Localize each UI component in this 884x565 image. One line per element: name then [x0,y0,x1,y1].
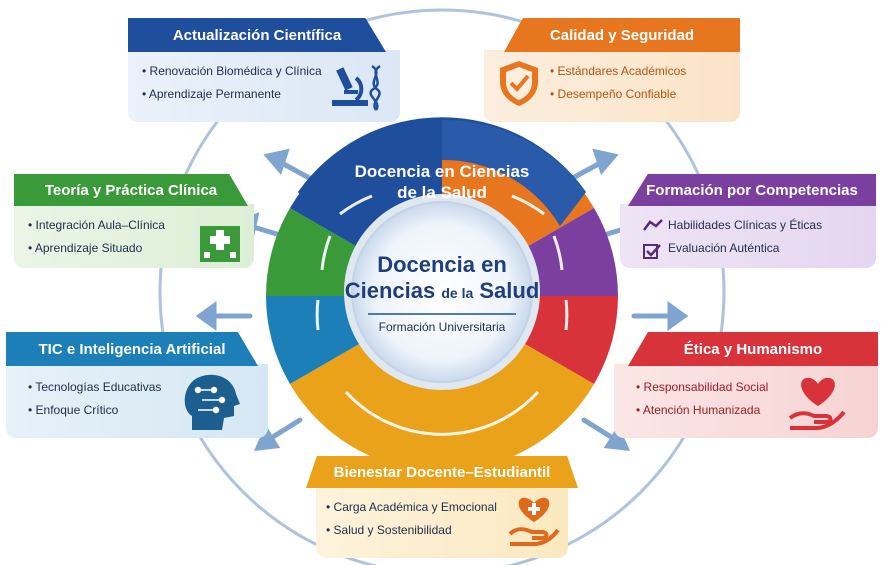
card-items: Habilidades Clínicas y Éticas Evaluación… [668,214,822,260]
card-item: • Renovación Biomédica y Clínica [142,64,322,78]
card-title: Actualización Científica [128,18,386,52]
center-title-line1: Docencia en [377,252,507,277]
card-item: • Enfoque Crítico [28,403,119,417]
inner-arrows [315,194,569,436]
card-item: • Desempeño Confiable [550,87,677,101]
center-disc [351,201,533,383]
microscope-dna-icon [332,64,381,111]
ring-label-line1: Docencia en Ciencias [354,162,530,181]
card-item: • Tecnologías Educativas [28,380,162,394]
card-title: Formación por Competencias [628,174,876,206]
card-panel [128,50,400,122]
card-item: • Atención Humanizada [636,403,761,417]
card-item: • Carga Académica y Emocional [326,500,497,514]
card-items: • Responsabilidad Social • Atención Huma… [636,376,768,422]
card-title: Calidad y Seguridad [504,18,740,52]
card-items: • Renovación Biomédica y Clínica • Apren… [142,60,322,106]
card-item: • Integración Aula–Clínica [28,218,165,232]
card-panel [614,364,878,438]
card-item: • Aprendizaje Situado [28,241,143,255]
center-title-line2: Ciencias de la Salud [342,278,542,306]
card-title: Teoría y Práctica Clínica [14,174,248,206]
center-title-ciencias: Ciencias [344,278,436,303]
card-items: • Estándares Académicos • Desempeño Conf… [550,60,686,106]
center-title-dela: de la [441,285,474,301]
card-item: • Aprendizaje Permanente [142,87,281,101]
card-items: • Tecnologías Educativas • Enfoque Críti… [28,376,161,422]
center-title-salud: Salud [479,278,540,303]
card-item: • Responsabilidad Social [636,380,769,394]
card-title: TIC e Inteligencia Artificial [6,332,258,366]
heart-hand-icon [788,377,846,430]
card-items: • Carga Académica y Emocional • Salud y … [326,496,497,542]
card-item: • Estándares Académicos [550,64,687,78]
card-actualizacion: Actualización Científica • Renovación Bi… [128,14,400,124]
ring-label-line2: de la Salud [397,183,487,202]
card-calidad: Calidad y Seguridad • Estándares Académi… [484,14,740,124]
checkbox-icon [643,244,661,259]
card-panel [620,204,876,268]
card-items: • Integración Aula–Clínica • Aprendizaje… [28,214,165,260]
heart-plus-hand-icon [508,497,560,546]
card-item: Habilidades Clínicas y Éticas [668,218,823,232]
outer-ring [158,8,726,565]
card-bienestar: Bienestar Docente–Estudiantil • Carga Ac… [306,456,578,562]
center-title: Docencia en Ciencias de la Salud [342,252,542,306]
shield-check-icon [500,61,538,106]
card-etica: Ética y Humanismo • Responsabilidad Soci… [614,330,878,440]
ai-head-icon [184,374,240,430]
card-item: • Salud y Sostenibilidad [326,523,452,537]
card-title: Ética y Humanismo [628,332,878,366]
card-teoria: Teoría y Práctica Clínica • Integración … [14,172,254,270]
center-subtitle: Formación Universitaria [378,320,506,334]
card-competencias: Formación por Competencias Habilidades C… [620,172,876,270]
ring-label: Docencia en Ciencias de la Salud [322,161,562,203]
card-tic: TIC e Inteligencia Artificial • Tecnolog… [6,330,268,440]
card-item: Evaluación Auténtica [668,241,780,255]
card-title: Bienestar Docente–Estudiantil [306,456,578,488]
hospital-icon [200,226,240,262]
handshake-icon [643,219,663,231]
